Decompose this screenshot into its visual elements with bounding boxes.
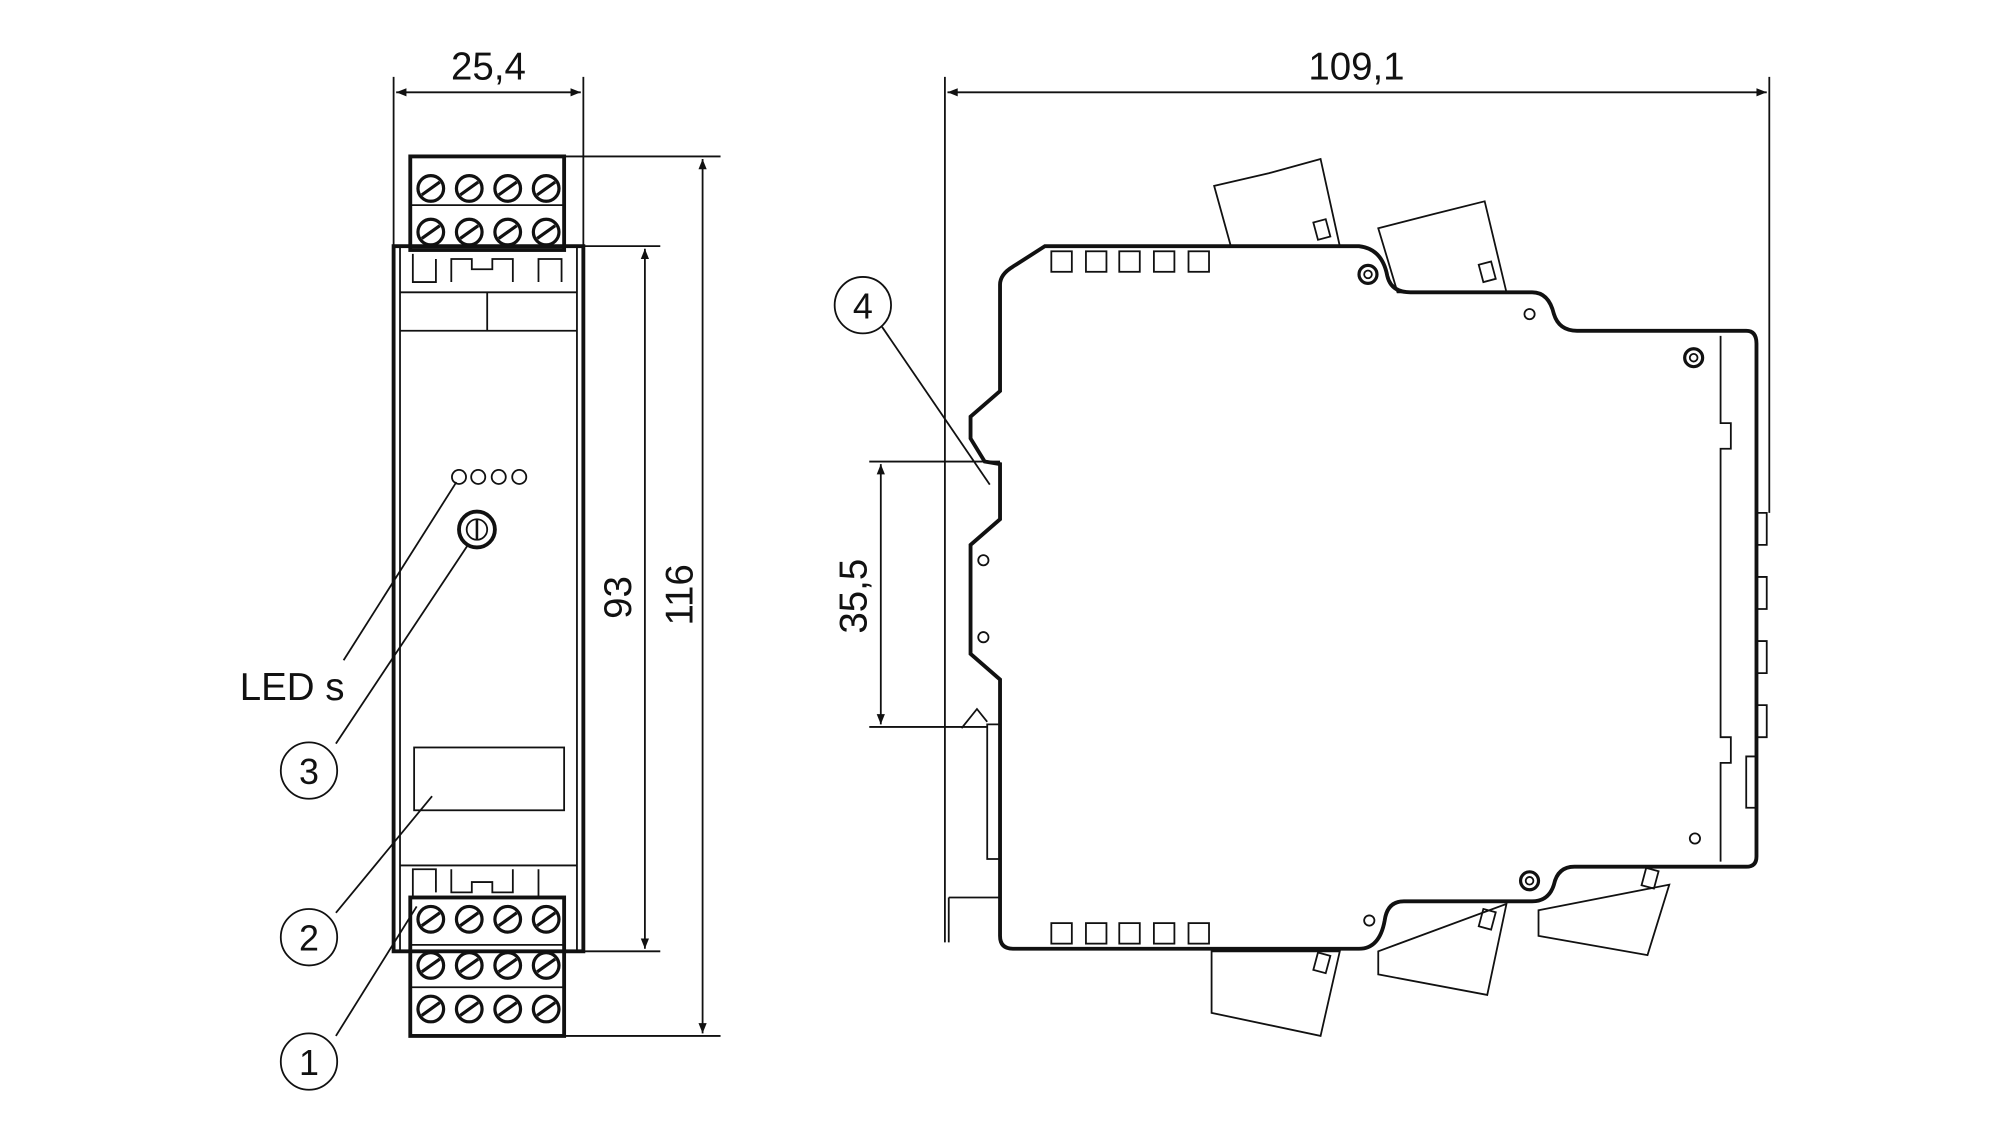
test-socket-icon [1118,922,1141,945]
terminal-screw-icon [454,904,484,934]
front-view: 25,4 [240,45,721,1091]
leds-label: LED s [240,666,345,709]
front-callouts: LED s 3 2 1 [240,481,469,1091]
top-terminal-block [408,154,567,252]
terminal-screw-icon [416,904,446,934]
height-dimensions: 93 116 [564,155,721,1037]
potentiometer-icon [457,509,497,550]
terminal-screw-icon [531,174,561,203]
width-dim-label: 25,4 [451,45,526,88]
rail-dimension: 35,5 [833,460,1001,728]
callout-3: 3 [299,752,319,792]
terminal-screw-icon [531,904,561,934]
label-field [413,746,566,812]
test-socket-icon [1187,922,1210,945]
terminal-screw-icon [493,994,523,1024]
rail-dim-label: 35,5 [833,559,876,634]
terminal-screw-icon [416,174,446,203]
led-indicator [511,468,528,485]
bottom-terminal-block [408,895,567,1038]
front-housing [391,244,586,954]
depth-dimension: 109,1 [944,45,1771,943]
terminal-screw-icon [493,950,523,980]
terminal-screw-icon [454,994,484,1024]
terminal-screw-icon [454,174,484,203]
terminal-screw-icon [416,994,446,1024]
width-dimension: 25,4 [392,45,585,247]
led-indicator [490,468,507,485]
test-socket-icon [1118,250,1141,273]
terminal-screw-icon [531,950,561,980]
test-socket-icon [1187,250,1210,273]
test-socket-icon [1152,250,1176,273]
plug-connectors [1210,157,1671,1037]
housing-details [947,250,1768,945]
test-socket-icon [1050,922,1073,945]
terminal-screw-icon [531,994,561,1024]
led-indicator [470,468,487,485]
status-leds [451,468,528,485]
test-socket-icon [1050,250,1073,273]
body-height-dim-label: 93 [597,576,640,619]
test-socket-icon [1085,922,1108,945]
callout-4: 4 [853,286,873,326]
side-view: 109,1 35,5 4 [833,45,1771,1037]
housing-outline [968,244,1759,951]
terminal-screw-icon [416,950,446,980]
test-socket-icon [1152,922,1176,945]
callout-1: 1 [299,1043,319,1083]
terminal-screw-icon [493,174,523,203]
led-indicator [451,468,467,485]
terminal-screw-icon [454,950,484,980]
callout-4-group: 4 [833,276,991,486]
callout-2: 2 [299,918,319,958]
depth-dim-label: 109,1 [1308,45,1404,88]
terminal-screw-icon [493,904,523,934]
total-height-dim-label: 116 [658,564,701,625]
test-socket-icon [1085,250,1108,273]
